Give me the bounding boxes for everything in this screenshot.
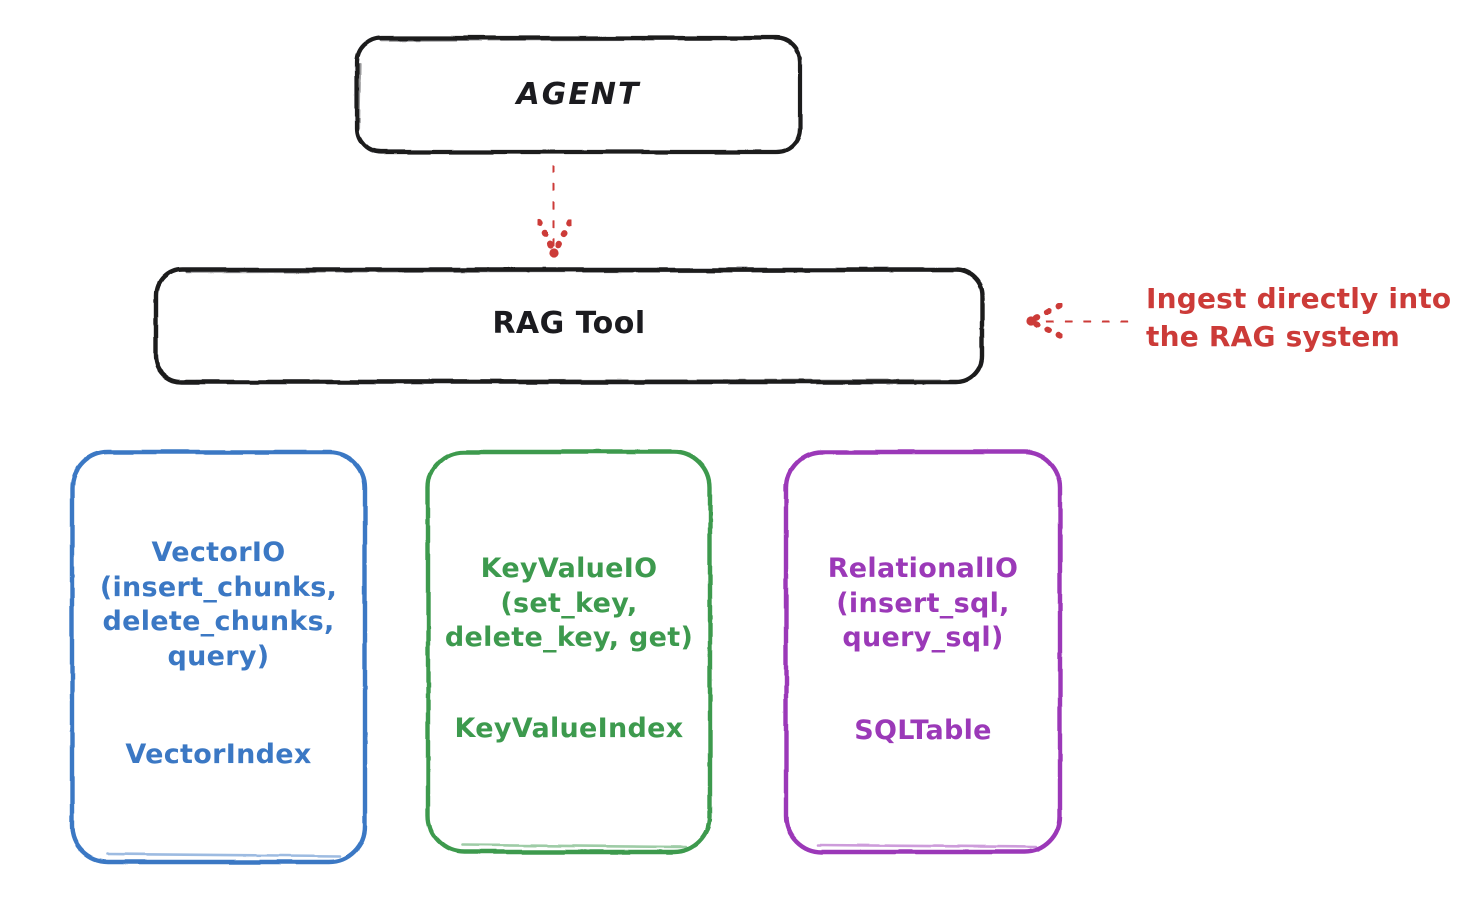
ingest-note-arrow xyxy=(1026,302,1129,340)
agent-to-rag-arrow-shaft xyxy=(549,164,558,252)
agent-to-rag-arrow-head-right xyxy=(551,218,574,256)
ingest-arrow-tip xyxy=(1026,316,1036,326)
key-value-io-box-outline xyxy=(425,449,713,855)
vector-io-node[interactable] xyxy=(69,449,368,865)
vector-io-box-outline xyxy=(69,449,368,865)
agent-box-sketch-stroke xyxy=(379,37,778,42)
rag-tool-sketch-stroke xyxy=(184,269,958,274)
ingest-arrow-head-top xyxy=(1028,302,1064,324)
ingest-arrow-head-bottom xyxy=(1028,318,1064,340)
rag-tool-node[interactable] xyxy=(153,267,985,385)
agent-node[interactable] xyxy=(354,35,803,155)
key-value-io-sketch-stroke xyxy=(460,843,688,849)
agent-to-rag-arrow xyxy=(535,164,574,258)
relational-io-sketch-stroke xyxy=(816,843,1038,849)
agent-to-rag-arrow-head-left xyxy=(535,218,557,256)
relational-io-box-outline xyxy=(783,449,1063,855)
agent-box-sketch-stroke-2 xyxy=(357,62,362,130)
relational-io-node[interactable] xyxy=(783,449,1063,855)
ingest-arrow-shaft xyxy=(1036,317,1129,326)
agent-box-outline xyxy=(354,35,803,155)
key-value-io-node[interactable] xyxy=(425,449,713,855)
vector-io-sketch-stroke xyxy=(106,852,342,858)
rag-tool-box-outline xyxy=(153,267,985,385)
agent-to-rag-arrow-tip xyxy=(549,248,559,258)
rag-tool-sketch-stroke-2 xyxy=(194,378,942,383)
